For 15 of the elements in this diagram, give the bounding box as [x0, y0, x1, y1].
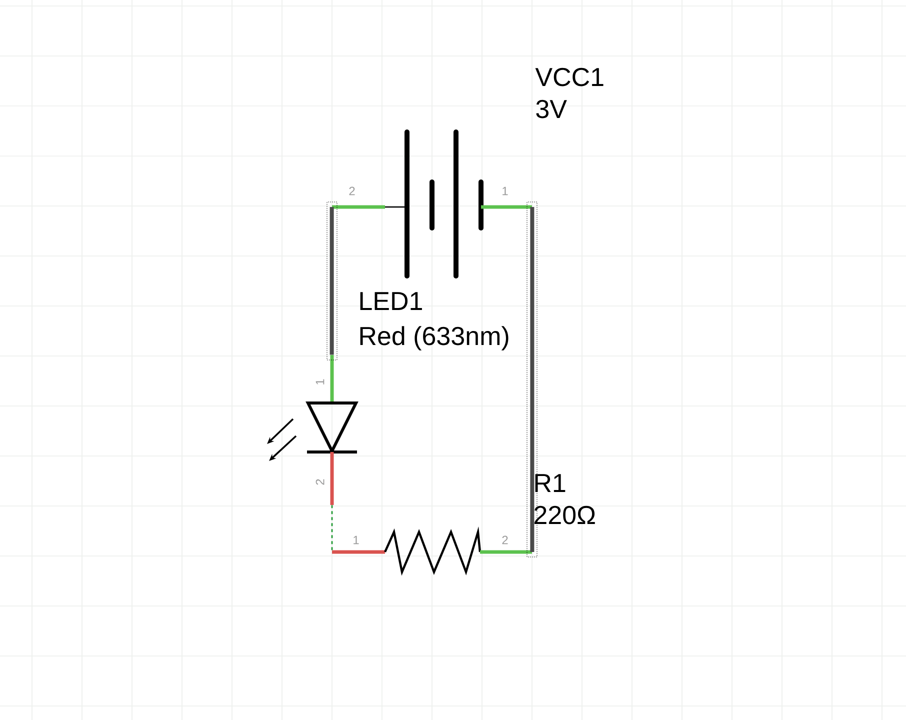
pin-number: 1	[502, 186, 508, 196]
component-name: VCC1	[535, 68, 604, 86]
component-name: R1	[535, 474, 566, 492]
component-value: Red (633nm)	[360, 326, 508, 350]
component-value: 220Ω	[534, 506, 595, 524]
wire	[530, 207, 534, 552]
wire	[330, 207, 334, 355]
wire	[331, 505, 333, 552]
component-value: 3V	[536, 100, 567, 118]
component-name: LED1	[360, 292, 422, 310]
pin-number: 2	[316, 479, 324, 485]
pin-number: 2	[349, 186, 355, 196]
pin-number: 2	[502, 536, 508, 544]
pin-number: 1	[316, 379, 324, 384]
pin-number: 1	[354, 536, 359, 544]
